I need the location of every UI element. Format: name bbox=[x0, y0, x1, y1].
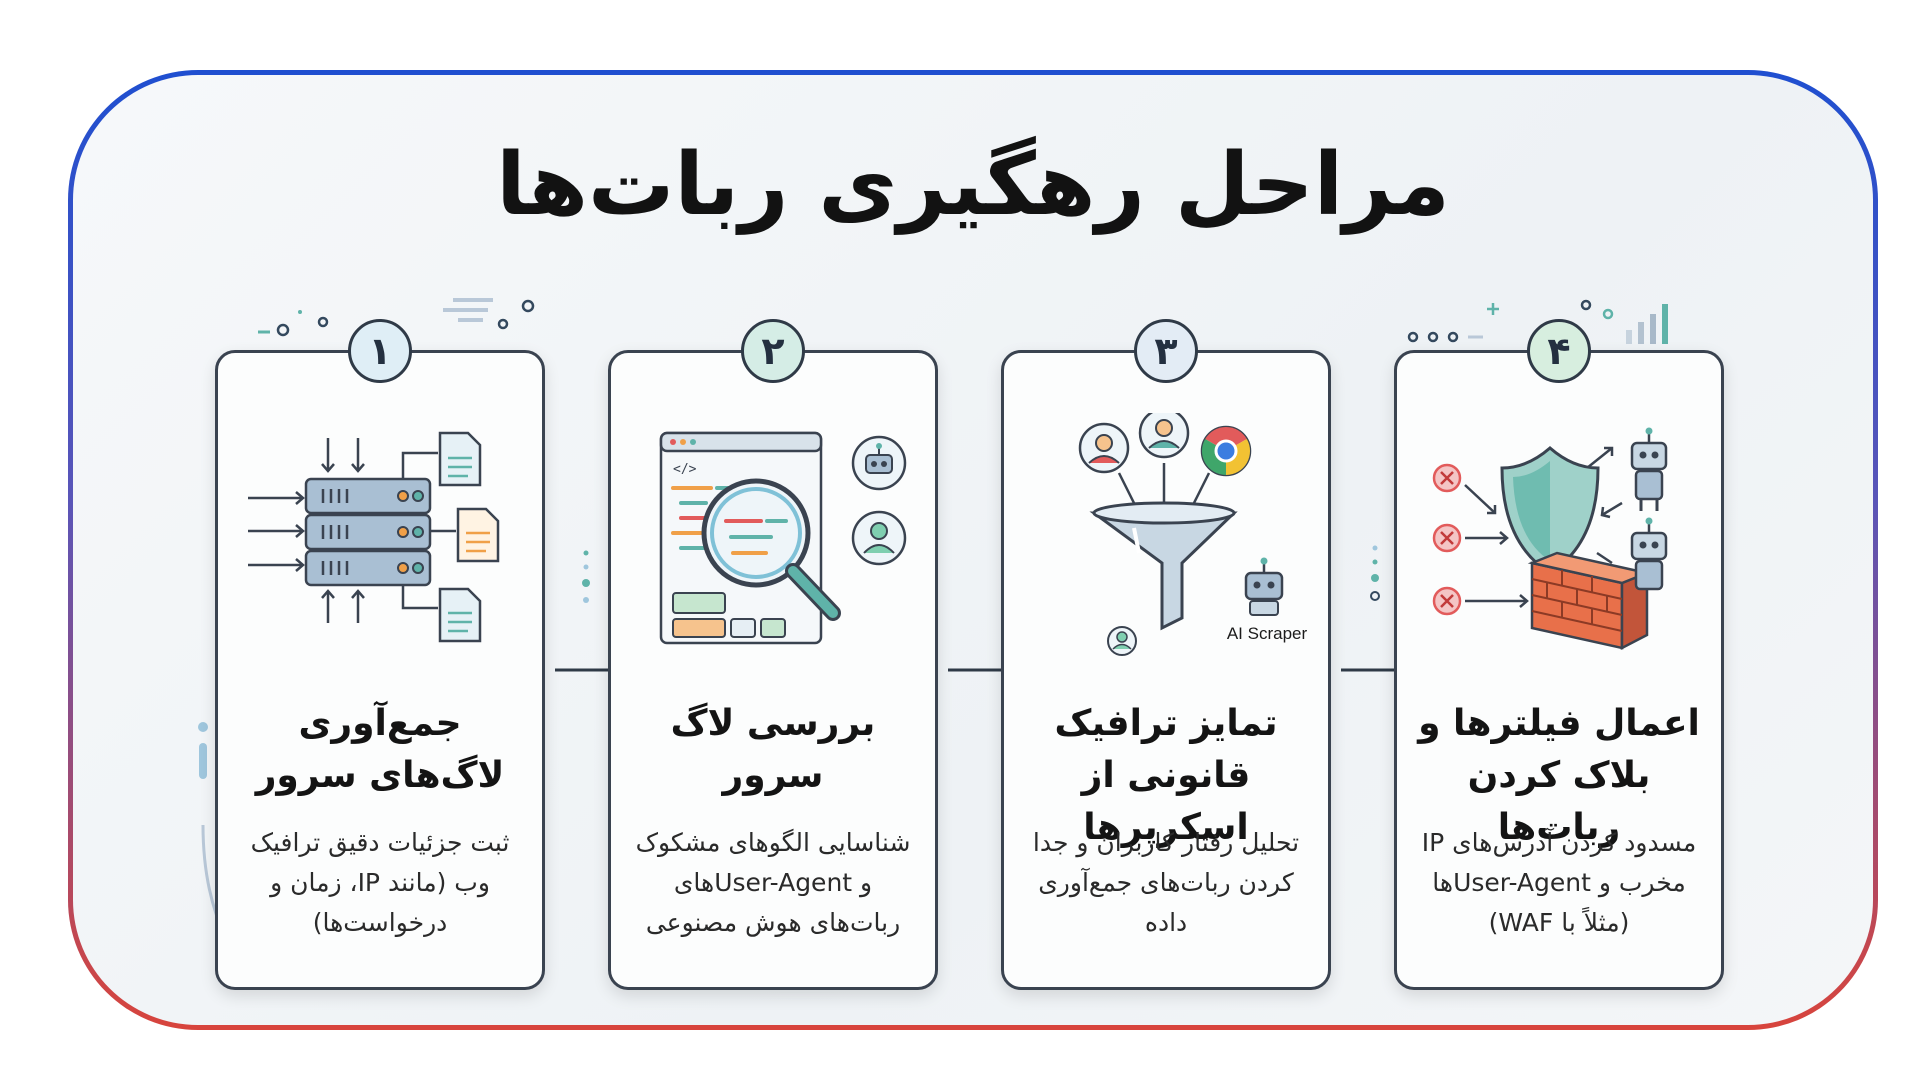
browser-icon bbox=[1200, 425, 1252, 477]
log-inspection-icon: </> bbox=[659, 431, 907, 645]
step-card-2: ۲ </> bbox=[608, 319, 938, 990]
firewall-shield-icon bbox=[1432, 427, 1668, 651]
decor-dots-between-1 bbox=[582, 550, 590, 603]
diagram-canvas: مراحل رهگیری ربات‌ها bbox=[73, 75, 1873, 1025]
step-description-2: شناسایی الگوهای مشکوک و User-Agentهای رب… bbox=[635, 828, 911, 937]
step-badge-1: ۱ bbox=[348, 319, 412, 383]
decor-dots-top-right bbox=[1407, 303, 1499, 343]
decor-dots-between-3 bbox=[1370, 545, 1380, 601]
step-badge-4: ۴ bbox=[1527, 319, 1591, 383]
step-description-3: تحلیل رفتار کاربران و جدا کردن ربات‌های … bbox=[1032, 828, 1300, 937]
page-title: مراحل رهگیری ربات‌ها bbox=[496, 135, 1450, 235]
step-badge-2: ۲ bbox=[741, 319, 805, 383]
step-title-3: تمایز ترافیک قانونی از اسکرپرها bbox=[1054, 703, 1278, 849]
robot-icon bbox=[1630, 517, 1668, 591]
traffic-filter-funnel-icon: AI Scraper bbox=[1078, 413, 1308, 656]
decor-bar-chart bbox=[1580, 299, 1668, 344]
code-tag-label: </> bbox=[673, 462, 697, 477]
frame: مراحل رهگیری ربات‌ها bbox=[68, 70, 1878, 1030]
step-description-4: مسدود کردن آدرس‌های IP مخرب و User-Agent… bbox=[1421, 828, 1697, 937]
ai-scraper-label: AI Scraper bbox=[1227, 624, 1308, 643]
step-card-4: ۴ bbox=[1394, 319, 1724, 990]
brick-wall-icon bbox=[1527, 551, 1652, 651]
decor-lines-top bbox=[443, 298, 535, 330]
step-description-1: ثبت جزئیات دقیق ترافیک وب (مانند IP، زما… bbox=[250, 828, 510, 937]
scraper-robot-icon bbox=[1244, 557, 1284, 616]
decor-dots-top-left bbox=[258, 310, 329, 337]
server-logs-icon bbox=[248, 431, 500, 643]
step-title-4: اعمال فیلترها و بلاک کردن ربات‌ها bbox=[1418, 703, 1700, 849]
decor-dots-bottom bbox=[273, 1020, 403, 1025]
step-card-3: ۳ bbox=[1001, 319, 1331, 990]
robot-icon bbox=[1630, 427, 1668, 511]
step-badge-3: ۳ bbox=[1134, 319, 1198, 383]
step-card-1: ۱ bbox=[215, 319, 545, 990]
step-title-2: بررسی لاگ سرور bbox=[670, 703, 876, 797]
step-title-1: جمع‌آوری لاگ‌های سرور bbox=[255, 703, 505, 797]
blocked-x-icon bbox=[1432, 463, 1462, 616]
